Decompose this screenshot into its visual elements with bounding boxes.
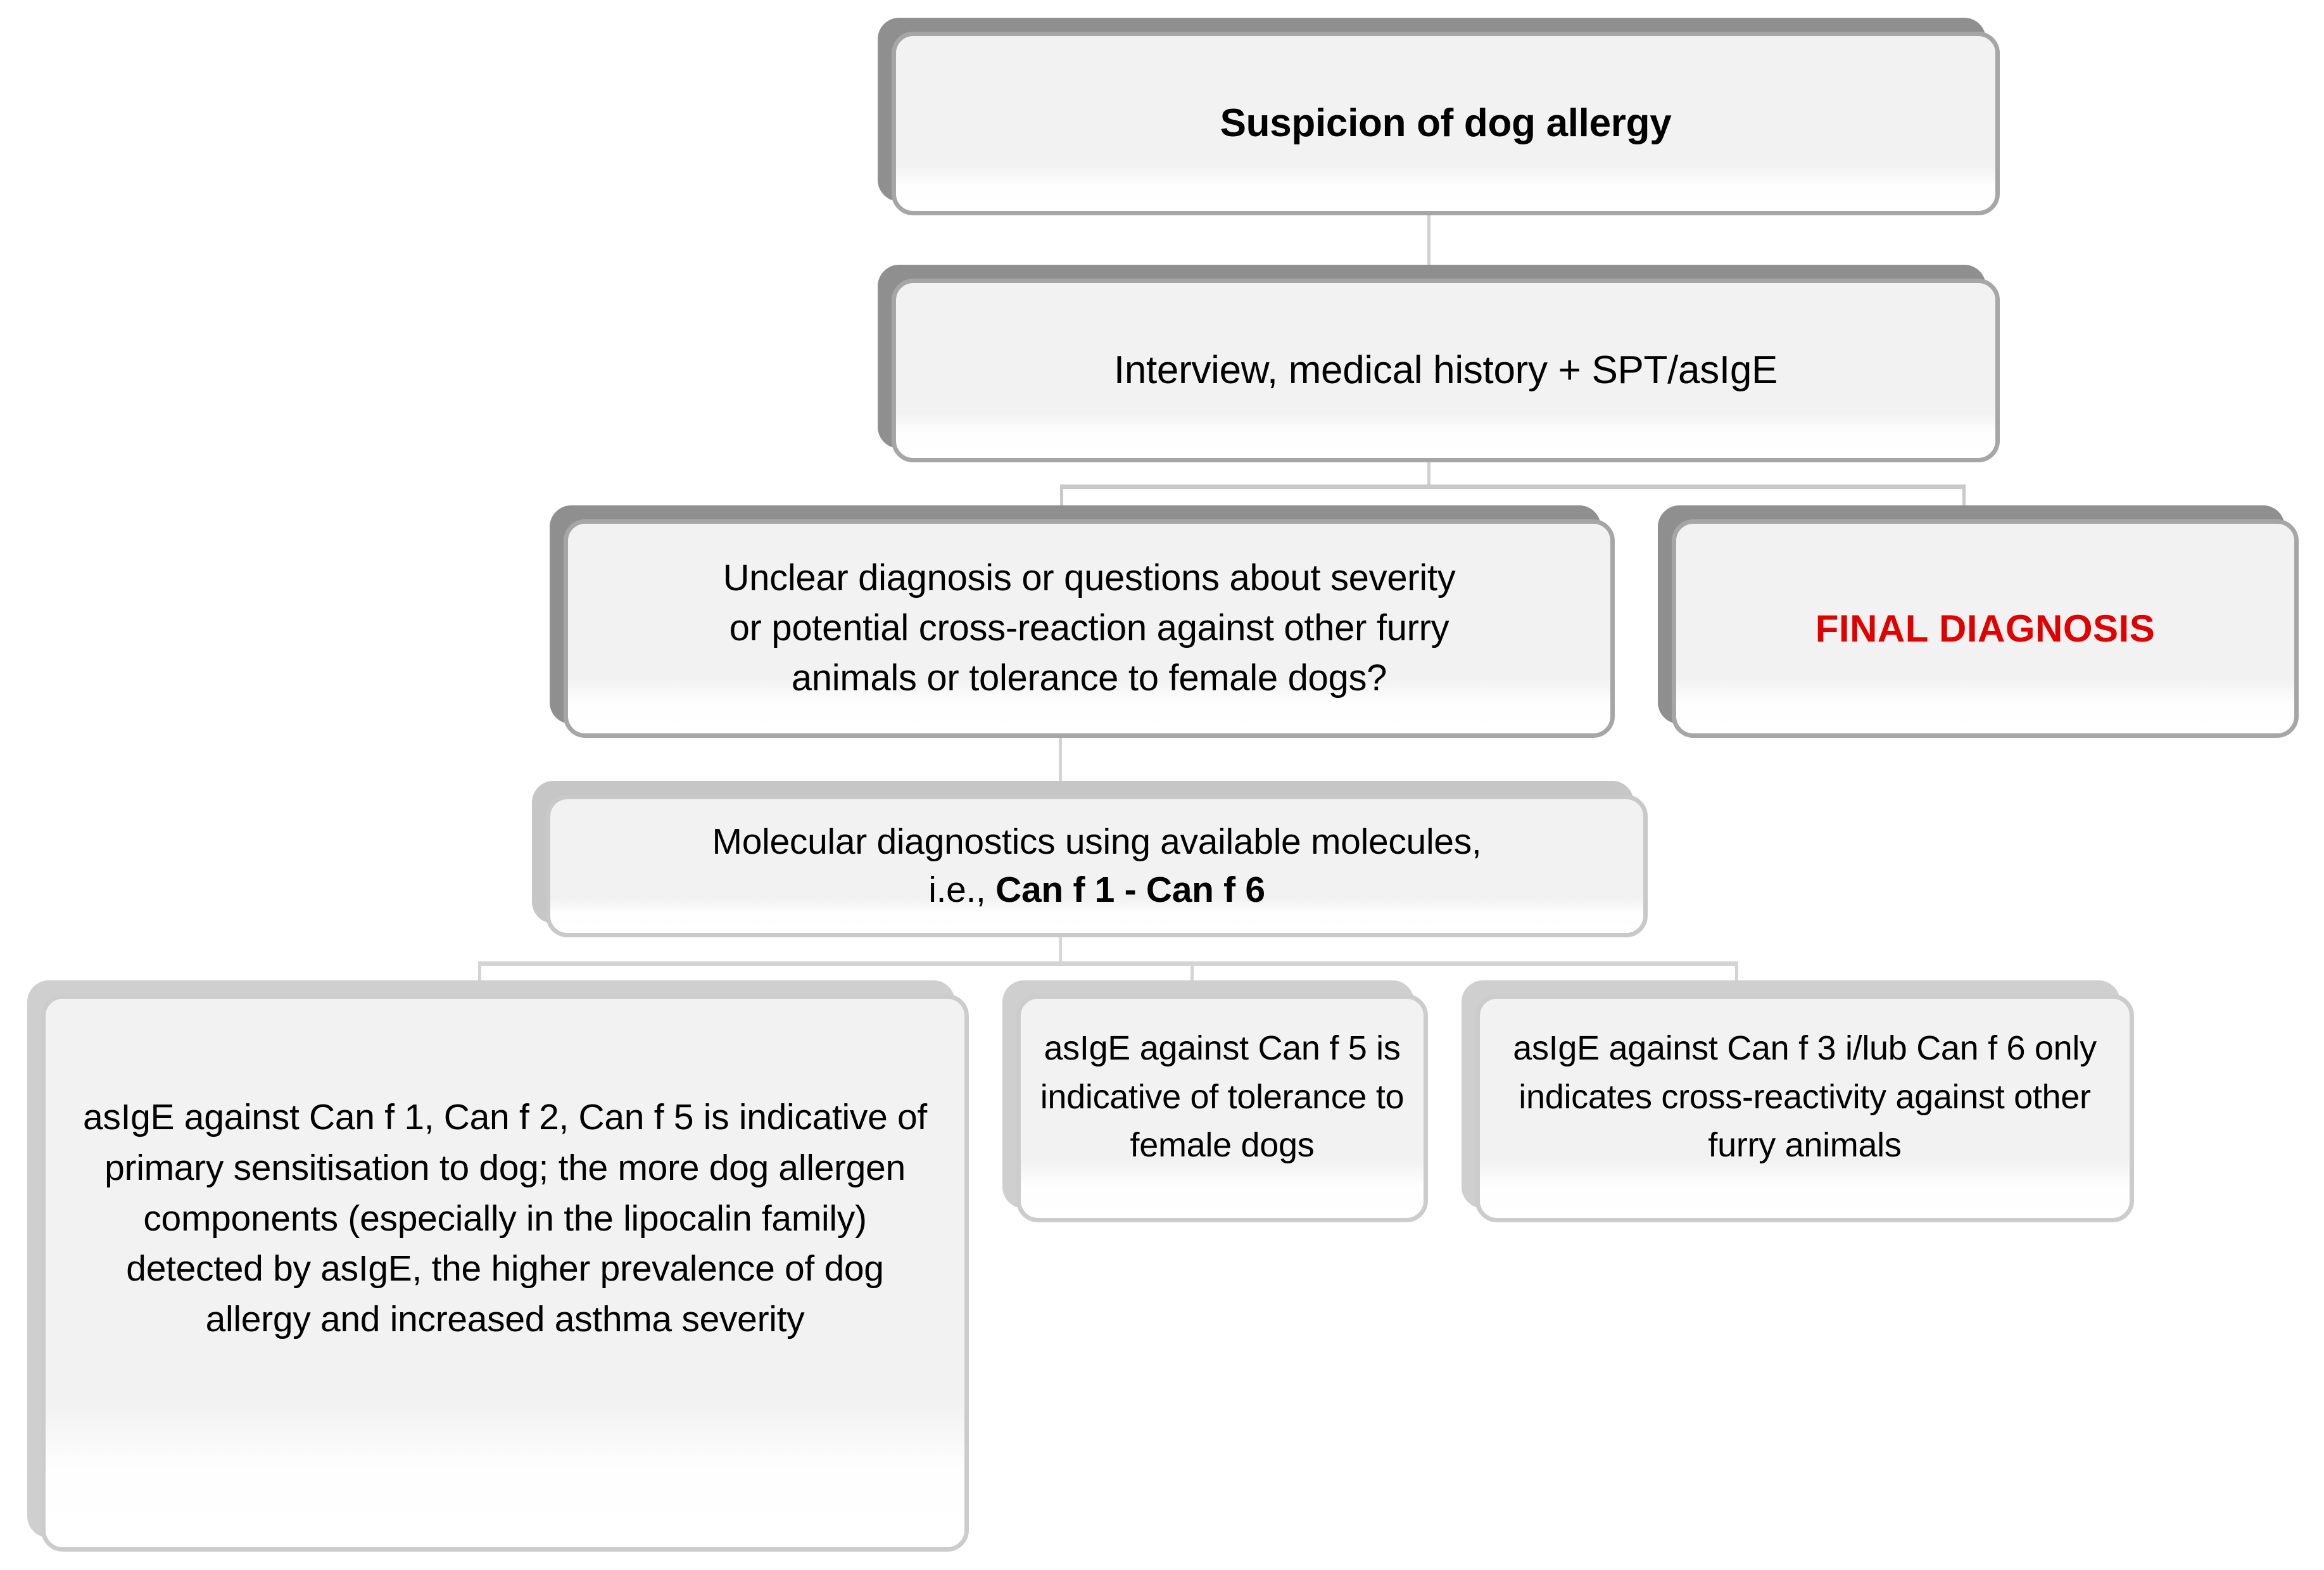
unclear-line-1: Unclear diagnosis or questions about sev… bbox=[723, 557, 1456, 599]
node-unclear-diagnosis[interactable]: Unclear diagnosis or questions about sev… bbox=[550, 505, 1615, 738]
node-label: Unclear diagnosis or questions about sev… bbox=[568, 554, 1610, 704]
node-face: asIgE against Can f 1, Can f 2, Can f 5 … bbox=[41, 994, 969, 1552]
connector-level3-left-drop bbox=[1060, 484, 1063, 524]
connector-level3-right-drop bbox=[1962, 484, 1966, 524]
node-label: FINAL DIAGNOSIS bbox=[1815, 607, 2156, 650]
node-face: Interview, medical history + SPT/asIgE bbox=[892, 279, 2000, 462]
connector-level3-bar bbox=[1060, 484, 1966, 489]
node-cross-reactivity[interactable]: asIgE against Can f 3 i/lub Can f 6 only… bbox=[1462, 980, 2134, 1222]
molecular-line-2-bold: Can f 1 - Can f 6 bbox=[995, 869, 1265, 910]
node-face: Molecular diagnostics using available mo… bbox=[546, 795, 1648, 937]
connector-level5-bar bbox=[478, 961, 1738, 966]
node-molecular-diagnostics[interactable]: Molecular diagnostics using available mo… bbox=[532, 781, 1648, 937]
connector-unclear-to-molecular bbox=[1059, 731, 1062, 795]
node-label: asIgE against Can f 1, Can f 2, Can f 5 … bbox=[83, 1097, 927, 1340]
node-tolerance-female-dogs[interactable]: asIgE against Can f 5 is indicative of t… bbox=[1002, 980, 1428, 1222]
node-face: FINAL DIAGNOSIS bbox=[1672, 519, 2299, 738]
node-label: Interview, medical history + SPT/asIgE bbox=[1113, 348, 1778, 392]
node-face: Suspicion of dog allergy bbox=[892, 32, 2000, 215]
node-face: asIgE against Can f 5 is indicative of t… bbox=[1016, 994, 1428, 1222]
node-label: asIgE against Can f 5 is indicative of t… bbox=[1040, 1029, 1405, 1165]
node-suspicion-of-dog-allergy[interactable]: Suspicion of dog allergy bbox=[878, 18, 2000, 215]
node-label: Suspicion of dog allergy bbox=[1220, 101, 1672, 145]
node-face: asIgE against Can f 3 i/lub Can f 6 only… bbox=[1475, 994, 2134, 1222]
connector-molecular-stem bbox=[1059, 931, 1062, 964]
node-primary-sensitisation[interactable]: asIgE against Can f 1, Can f 2, Can f 5 … bbox=[27, 980, 969, 1552]
node-interview-medical-history[interactable]: Interview, medical history + SPT/asIgE bbox=[878, 265, 2000, 462]
unclear-line-2: or potential cross-reaction against othe… bbox=[729, 607, 1449, 649]
node-final-diagnosis[interactable]: FINAL DIAGNOSIS bbox=[1658, 505, 2299, 738]
molecular-line-2-prefix: i.e., bbox=[928, 869, 996, 910]
molecular-line-1: Molecular diagnostics using available mo… bbox=[712, 821, 1482, 863]
connector-suspicion-to-interview bbox=[1427, 209, 1430, 272]
connector-interview-stem bbox=[1427, 455, 1430, 488]
node-face: Unclear diagnosis or questions about sev… bbox=[564, 519, 1615, 738]
node-label: asIgE against Can f 3 i/lub Can f 6 only… bbox=[1513, 1029, 2097, 1165]
unclear-line-3: animals or tolerance to female dogs? bbox=[791, 657, 1387, 699]
node-label: Molecular diagnostics using available mo… bbox=[550, 818, 1643, 913]
